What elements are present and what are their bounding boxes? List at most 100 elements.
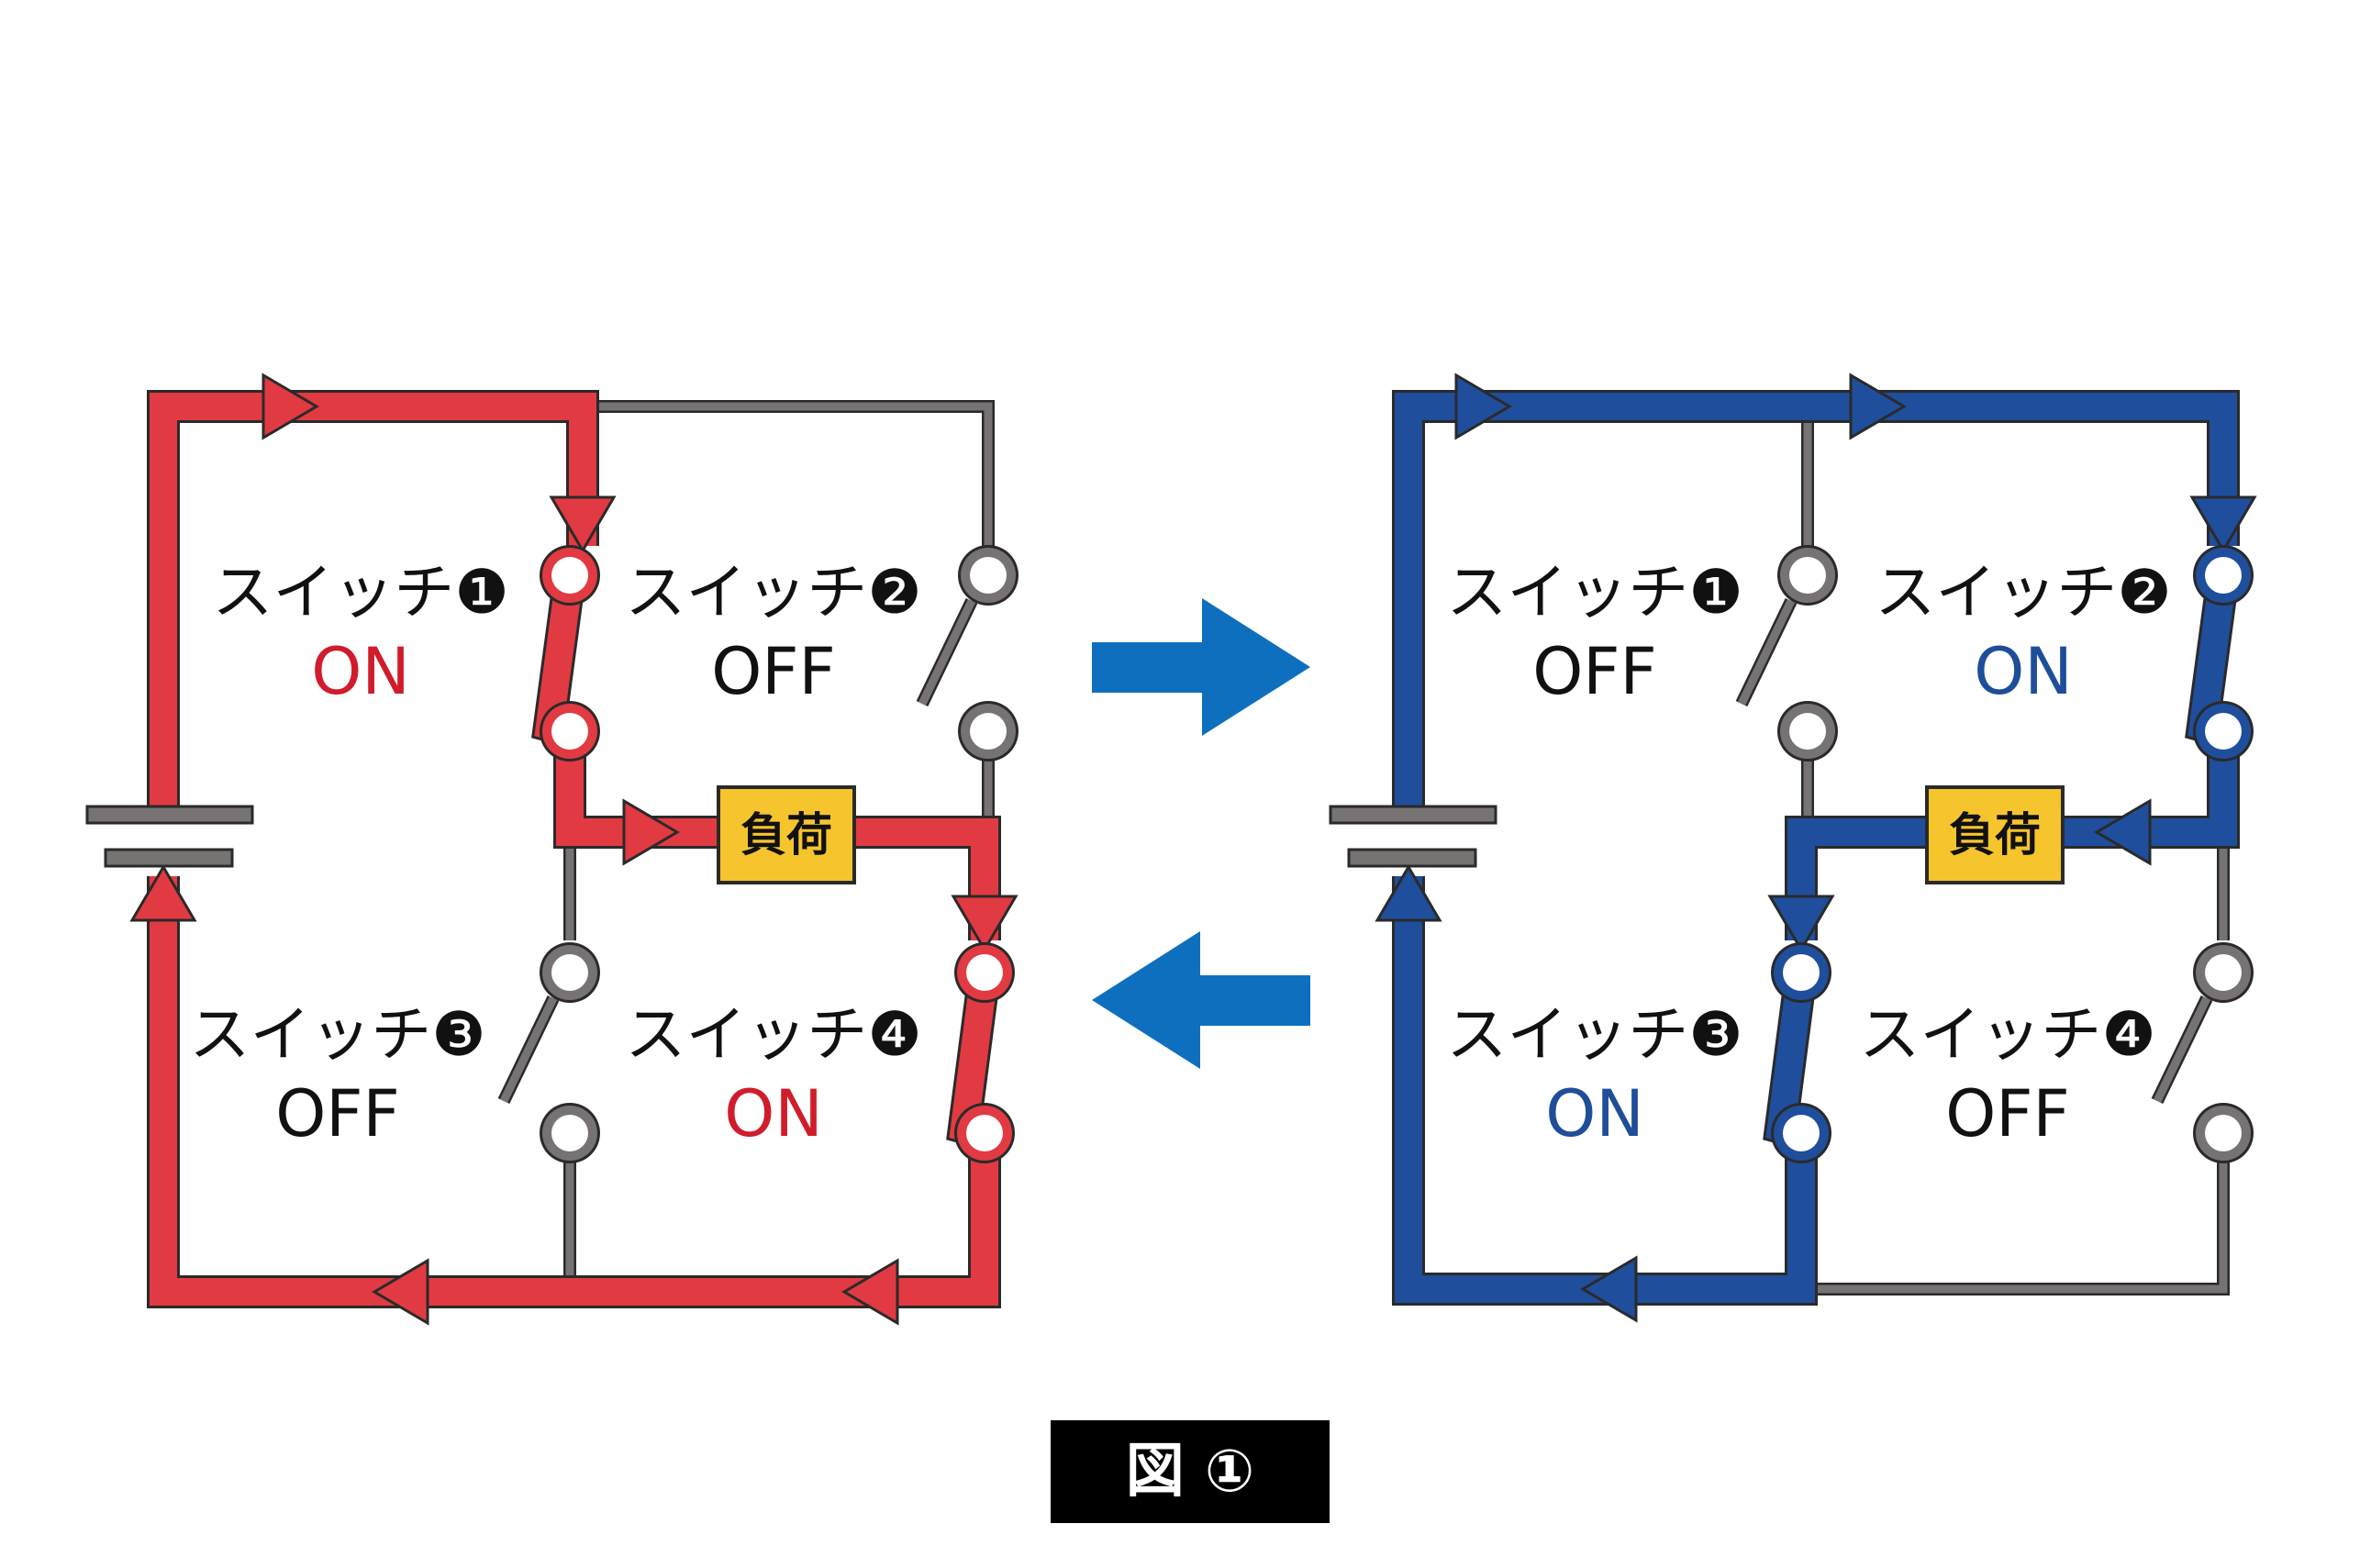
wire-fill — [499, 996, 558, 1103]
load-rect — [717, 785, 856, 884]
wire-fill — [150, 393, 596, 815]
contact-terminal-icon — [551, 954, 588, 991]
flow-arrow-icon — [2189, 495, 2257, 553]
load-label: 負荷 — [740, 808, 832, 862]
load-label: 負荷 — [1949, 808, 2041, 862]
wire-fill — [918, 599, 976, 706]
switch — [531, 545, 600, 762]
switch — [2185, 545, 2254, 762]
contact-terminal-icon — [966, 1115, 1003, 1151]
flow-arrow-icon — [2094, 798, 2152, 866]
contact-terminal-icon — [1783, 954, 1820, 991]
caption-text: 図 ① — [1126, 1438, 1254, 1506]
switch-state: OFF — [275, 1076, 400, 1151]
switch-blade-open — [2151, 995, 2213, 1105]
switch-state: ON — [724, 1076, 822, 1151]
contact-terminal-icon — [2205, 713, 2242, 750]
flow-arrow-icon — [951, 895, 1019, 952]
battery-icon — [1329, 805, 1497, 868]
switch-blade-open — [497, 995, 560, 1105]
switch-state: ON — [311, 634, 409, 709]
arrow-left-icon — [1092, 931, 1310, 1069]
switch-blade-open — [1735, 597, 1798, 707]
battery-icon — [85, 805, 254, 868]
switch-name: スイッチ❸ — [189, 999, 485, 1070]
contact-terminal-icon — [551, 557, 588, 594]
switch-name: スイッチ❸ — [1446, 999, 1742, 1070]
contact-terminal-icon — [551, 1115, 588, 1151]
contact-terminal-icon — [2205, 1115, 2242, 1151]
load-box: 負荷 — [1925, 785, 2065, 884]
wire-top-right — [583, 400, 995, 546]
switch-name: スイッチ❹ — [625, 999, 921, 1070]
contact-terminal-icon — [1783, 1115, 1820, 1151]
switch — [1735, 545, 1838, 762]
figure-caption: 図 ① — [1051, 1420, 1330, 1523]
flow-arrow-icon — [372, 1258, 429, 1326]
flow-arrow-icon — [841, 1258, 899, 1326]
wire-fill — [150, 876, 998, 1306]
switch-name: スイッチ❷ — [625, 557, 921, 628]
switch-name: スイッチ❶ — [212, 557, 508, 628]
wire-fill — [2153, 996, 2211, 1103]
contact-terminal-icon — [551, 713, 588, 750]
caption-box — [1051, 1420, 1330, 1523]
flow-arrow-icon — [1767, 895, 1835, 952]
contact-terminal-icon — [2205, 954, 2242, 991]
switch — [2151, 942, 2254, 1163]
wire-bottom-right — [1801, 1133, 2230, 1296]
switch — [1763, 942, 1831, 1163]
wire-bottom — [147, 876, 1001, 1308]
contact-terminal-icon — [1789, 557, 1826, 594]
flow-arrow-icon — [1849, 373, 1907, 440]
switch-state: OFF — [711, 634, 836, 709]
battery-short-plate — [1347, 848, 1477, 868]
load-box: 負荷 — [717, 785, 856, 884]
wire-top-left — [147, 390, 599, 815]
switch-blade-open — [916, 597, 978, 707]
load-rect — [1925, 785, 2065, 884]
wire-fill — [1737, 599, 1796, 706]
wire-outline — [1801, 1133, 2230, 1296]
contact-terminal-icon — [966, 954, 1003, 991]
switch-state: OFF — [1945, 1076, 2070, 1151]
switch — [916, 545, 1019, 762]
contact-terminal-icon — [970, 557, 1007, 594]
switch — [497, 942, 600, 1163]
switch-state: OFF — [1532, 634, 1657, 709]
flow-arrow-icon — [1375, 864, 1442, 922]
battery-long-plate — [85, 805, 254, 825]
switch-name: スイッチ❹ — [1859, 999, 2155, 1070]
contact-terminal-icon — [970, 713, 1007, 750]
flow-arrow-icon — [262, 373, 319, 440]
flow-arrow-icon — [1580, 1255, 1638, 1323]
switch-state: ON — [1545, 1076, 1643, 1151]
wire-fill — [1801, 1133, 2228, 1294]
wire-outline — [583, 400, 995, 546]
switch — [946, 942, 1015, 1163]
wire-fill — [1395, 393, 2237, 815]
arrow-right-icon — [1092, 598, 1310, 736]
wire-top — [1392, 390, 2240, 815]
flow-arrow-icon — [1454, 373, 1512, 440]
switch-name: スイッチ❶ — [1446, 557, 1742, 628]
contact-terminal-icon — [1789, 713, 1826, 750]
wire-fill — [583, 402, 993, 546]
flow-arrow-icon — [129, 864, 197, 922]
contact-terminal-icon — [2205, 557, 2242, 594]
battery-long-plate — [1329, 805, 1497, 825]
switch-name: スイッチ❷ — [1875, 557, 2171, 628]
flow-arrow-icon — [622, 798, 680, 866]
flow-arrow-icon — [549, 495, 617, 553]
